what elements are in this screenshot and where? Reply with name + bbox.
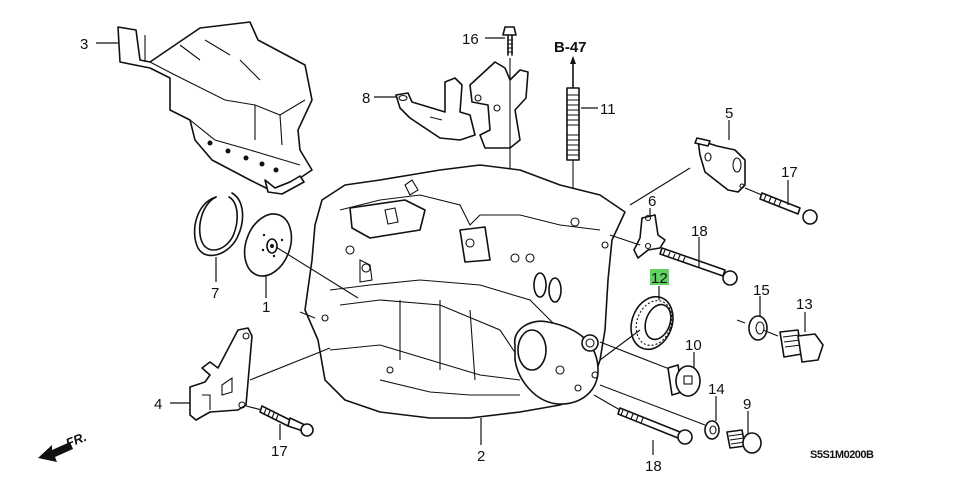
part-7-snap-ring[interactable] — [193, 192, 244, 257]
leader-lines — [96, 37, 806, 455]
callout-10[interactable]: 10 — [685, 337, 702, 354]
callout-18-lower[interactable]: 18 — [645, 458, 662, 475]
part-5-bracket[interactable] — [694, 137, 746, 193]
part-3-cover[interactable] — [117, 21, 313, 195]
part-11-stud-bolt[interactable] — [566, 56, 580, 215]
highlight-box-12 — [650, 269, 669, 285]
callout-6[interactable]: 6 — [648, 193, 656, 210]
cross-reference-b47[interactable]: B-47 — [554, 39, 587, 56]
part-16-bolt[interactable] — [502, 26, 517, 56]
part-8-bracket[interactable] — [395, 77, 476, 141]
part-18-bolt-lower[interactable] — [593, 394, 693, 445]
part-13-drain-plug[interactable] — [779, 329, 824, 363]
callout-11[interactable]: 11 — [600, 101, 616, 118]
callout-4[interactable]: 4 — [154, 396, 162, 413]
callout-17-left[interactable]: 17 — [271, 443, 288, 460]
callout-8[interactable]: 8 — [362, 90, 370, 107]
part-2-housing[interactable] — [304, 164, 626, 419]
reference-code: S5S1M0200B — [810, 449, 874, 461]
part-12-oil-seal[interactable] — [624, 291, 680, 355]
part-10-plug[interactable] — [599, 341, 701, 397]
part-9-bolt[interactable] — [726, 429, 762, 454]
callout-15[interactable]: 15 — [753, 282, 770, 299]
part-18-bolt-upper[interactable] — [659, 247, 738, 286]
callout-18-upper[interactable]: 18 — [691, 223, 708, 240]
callout-1[interactable]: 1 — [262, 299, 270, 316]
part-17-bolt-left[interactable] — [245, 405, 314, 437]
callout-3[interactable]: 3 — [80, 36, 88, 53]
part-4-bracket[interactable] — [189, 327, 253, 421]
callout-12[interactable]: 12 — [651, 270, 668, 287]
part-17-bolt-right[interactable] — [744, 187, 818, 225]
callout-5[interactable]: 5 — [725, 105, 733, 122]
front-label: FR. — [64, 429, 89, 451]
callout-13[interactable]: 13 — [796, 296, 813, 313]
callout-7[interactable]: 7 — [211, 285, 219, 302]
callout-9[interactable]: 9 — [743, 396, 751, 413]
part-14-washer[interactable] — [599, 384, 720, 440]
front-direction-indicator: FR. — [38, 429, 89, 462]
callout-2[interactable]: 2 — [477, 448, 485, 465]
part-15-washer[interactable] — [736, 315, 779, 341]
callout-17-right[interactable]: 17 — [781, 164, 798, 181]
callout-14[interactable]: 14 — [708, 381, 725, 398]
arrow-left-icon — [38, 442, 73, 462]
part-1-plate[interactable] — [236, 207, 299, 282]
callout-16[interactable]: 16 — [462, 31, 479, 48]
upper-bracket — [469, 58, 529, 180]
callout-labels: 3 16 B-47 8 11 5 17 6 18 12 15 13 10 14 … — [80, 31, 875, 475]
